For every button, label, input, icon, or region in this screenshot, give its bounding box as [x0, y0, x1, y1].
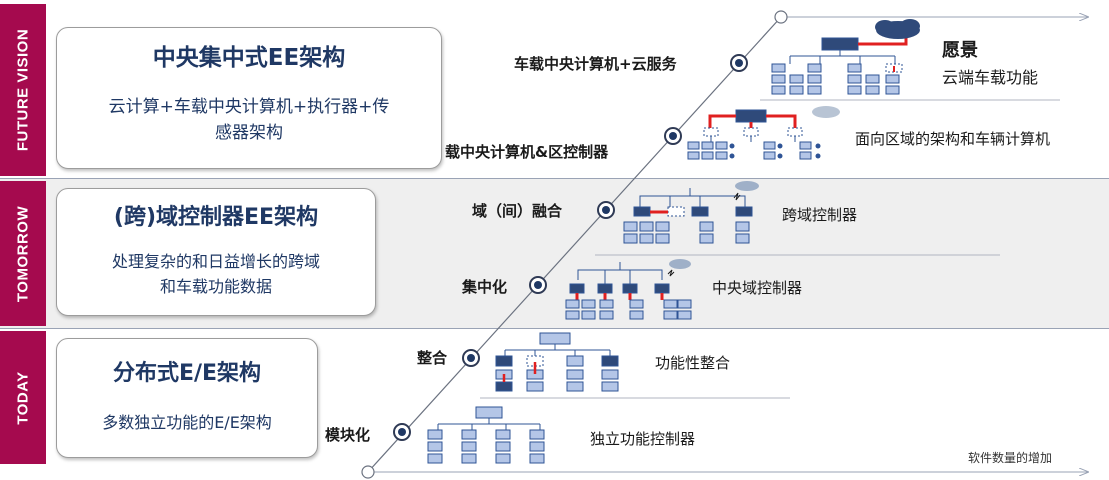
box-desc: 云计算+车载中央计算机+执行器+传 感器架构: [108, 97, 390, 143]
box-future: 中央集中式EE架构 云计算+车载中央计算机+执行器+传 感器架构: [56, 27, 442, 169]
ecu-diagram-integration: [495, 332, 619, 392]
stage-label: 载中央计算机&区控制器: [445, 143, 609, 161]
ecu-diagram-cross-domain: [623, 181, 759, 244]
ecu-diagram-cloud: [771, 19, 920, 95]
timeline-end-circle: [774, 10, 788, 24]
side-label-today: TODAY: [0, 331, 46, 464]
stage-marker: [393, 423, 411, 441]
stage-description-title: 愿景: [942, 40, 978, 61]
side-label-tomorrow: TOMORROW: [0, 181, 46, 326]
stage-label: 整合: [417, 349, 448, 367]
stage-description: 中央域控制器: [712, 279, 803, 297]
box-title: 分布式E/E架构: [112, 361, 262, 386]
stage-description: 独立功能控制器: [590, 430, 696, 448]
box-title: 中央集中式EE架构: [152, 45, 346, 71]
ecu-diagram-centralization: [565, 259, 692, 320]
ecu-diagram-modular: [427, 406, 545, 464]
stage-label: 车载中央计算机+云服务: [514, 55, 677, 73]
band-divider: [0, 178, 1109, 179]
stage-label: 模块化: [325, 426, 371, 444]
axis-label: 软件数量的增加: [968, 451, 1053, 465]
stage-marker: [529, 276, 547, 294]
stage-description: 功能性整合: [655, 354, 731, 372]
side-label-future: FUTURE VISION: [0, 4, 46, 176]
ecu-diagram-zonal: [687, 106, 840, 160]
stage-marker: [597, 201, 615, 219]
box-title: (跨)域控制器EE架构: [113, 205, 319, 230]
stage-description: 云端车载功能: [942, 68, 1039, 87]
band-divider: [0, 328, 1109, 329]
stage-description: 跨域控制器: [782, 206, 858, 224]
stage-label: 域（间）融合: [472, 202, 563, 220]
stage-description: 面向区域的架构和车辆计算机: [855, 130, 1051, 148]
timeline-diagonal: [367, 16, 782, 473]
stage-marker: [664, 127, 682, 145]
timeline-start-circle: [361, 465, 375, 479]
stage-marker: [462, 349, 480, 367]
box-desc: 多数独立功能的E/E架构: [102, 413, 272, 432]
box-tomorrow: (跨)域控制器EE架构 处理复杂的和日益增长的跨域 和车载功能数据: [56, 188, 376, 316]
stage-label: 集中化: [462, 278, 508, 296]
box-today: 分布式E/E架构 多数独立功能的E/E架构: [56, 338, 318, 458]
stage-marker: [730, 54, 748, 72]
box-desc: 处理复杂的和日益增长的跨域 和车载功能数据: [111, 252, 320, 296]
